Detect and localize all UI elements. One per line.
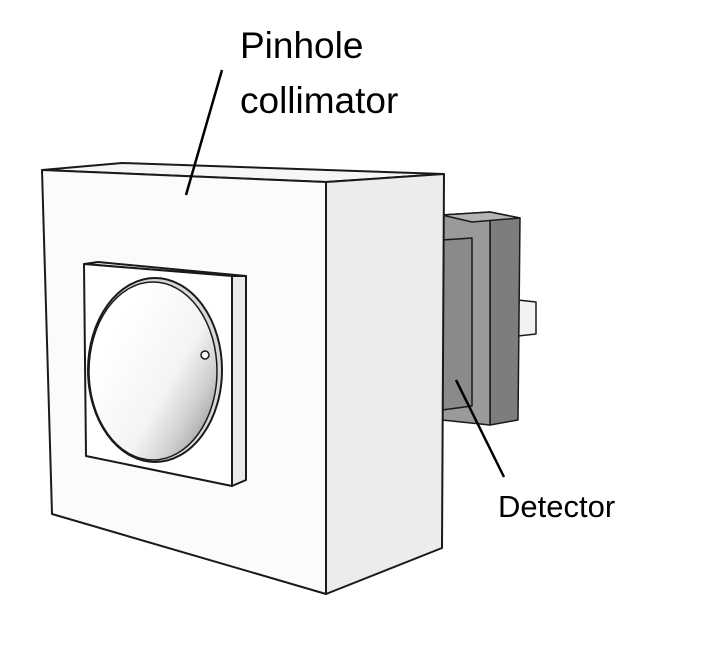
collimator-leader-line — [184, 69, 224, 196]
collimator-side-face — [325, 173, 445, 595]
detector-connector — [517, 299, 537, 337]
detector-leader-line — [454, 379, 506, 478]
pinhole-disc — [87, 277, 223, 463]
detector-assembly — [441, 211, 537, 426]
detector-side-face — [489, 211, 521, 426]
collimator-label-line2: collimator — [240, 80, 399, 121]
plate-side-face — [231, 275, 247, 487]
disc-face — [88, 281, 218, 461]
collimator-label-line1: Pinhole — [240, 25, 364, 66]
detector-label: Detector — [498, 489, 616, 524]
detector-top-face — [441, 211, 521, 223]
pinhole-icon — [200, 350, 210, 360]
